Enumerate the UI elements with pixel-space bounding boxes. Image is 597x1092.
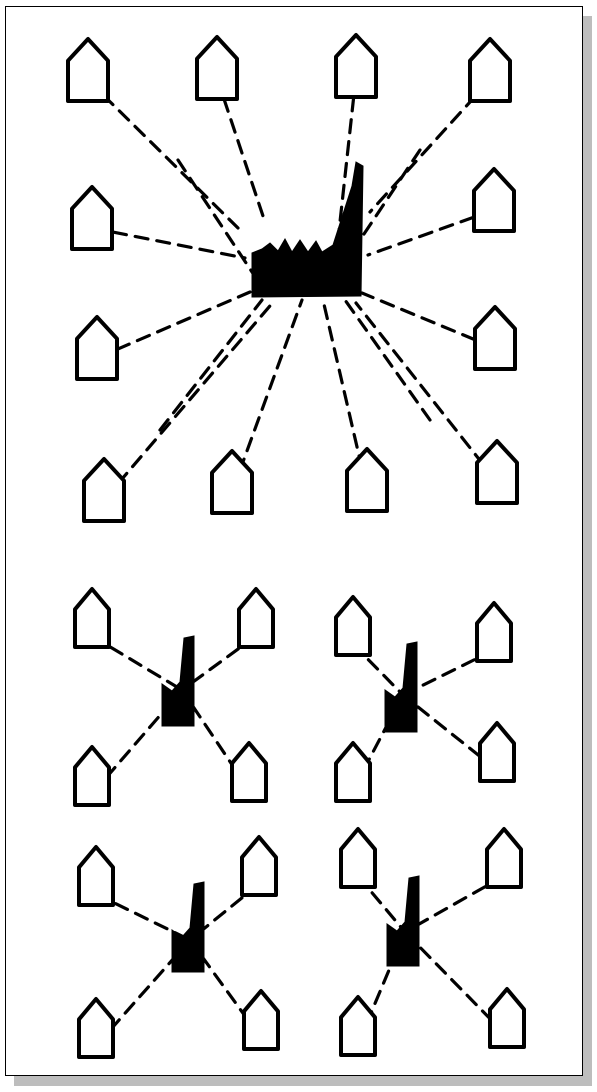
house-cluster-3-2 [240,835,278,897]
house-central-11 [345,447,389,513]
central-factory [251,161,364,298]
central-link-13 [176,158,258,280]
house-cluster-4-2 [485,827,523,889]
central-link-5 [90,226,247,260]
cluster-4-link-2 [403,874,506,934]
connection-links [86,74,509,1048]
house-cluster-1-1 [73,587,111,649]
house-central-1 [66,37,110,103]
house-cluster-1-4 [230,741,268,803]
central-link-15 [158,298,264,432]
house-central-12 [475,439,519,505]
factories-layer [161,161,420,973]
house-cluster-4-1 [339,827,377,889]
cluster-2-link-4 [401,693,499,772]
cluster-1-link-1 [90,634,184,692]
cluster-4-factory [386,875,420,967]
house-cluster-1-3 [73,745,111,807]
cluster-2-factory [384,641,418,733]
house-cluster-3-4 [242,989,280,1051]
central-link-7 [95,290,252,360]
house-central-6 [472,167,516,233]
house-cluster-2-3 [334,741,372,803]
cluster-2-link-2 [401,648,496,697]
central-link-2 [215,76,267,224]
central-link-1 [86,78,240,230]
house-central-7 [75,315,119,381]
cluster-3-factory [171,881,205,973]
house-central-10 [210,449,254,515]
central-link-3 [336,74,358,242]
house-cluster-2-1 [334,595,372,657]
central-link-9 [102,298,277,502]
house-central-4 [468,37,512,103]
house-cluster-2-4 [478,721,516,783]
house-central-8 [473,305,517,371]
house-central-9 [82,457,126,523]
central-link-14 [348,148,422,257]
house-central-2 [195,35,239,101]
houses-layer [66,33,526,1059]
house-cluster-1-2 [237,587,275,649]
house-cluster-4-4 [488,987,526,1049]
house-cluster-3-3 [77,997,115,1059]
house-central-5 [70,185,114,251]
central-link-10 [230,298,304,494]
house-cluster-3-1 [77,845,115,907]
central-link-8 [360,291,497,350]
house-cluster-2-2 [475,601,513,663]
cluster-1-factory [161,635,195,727]
house-central-3 [334,33,378,99]
central-link-16 [343,298,432,422]
central-link-12 [354,301,499,484]
house-cluster-4-3 [339,995,377,1057]
